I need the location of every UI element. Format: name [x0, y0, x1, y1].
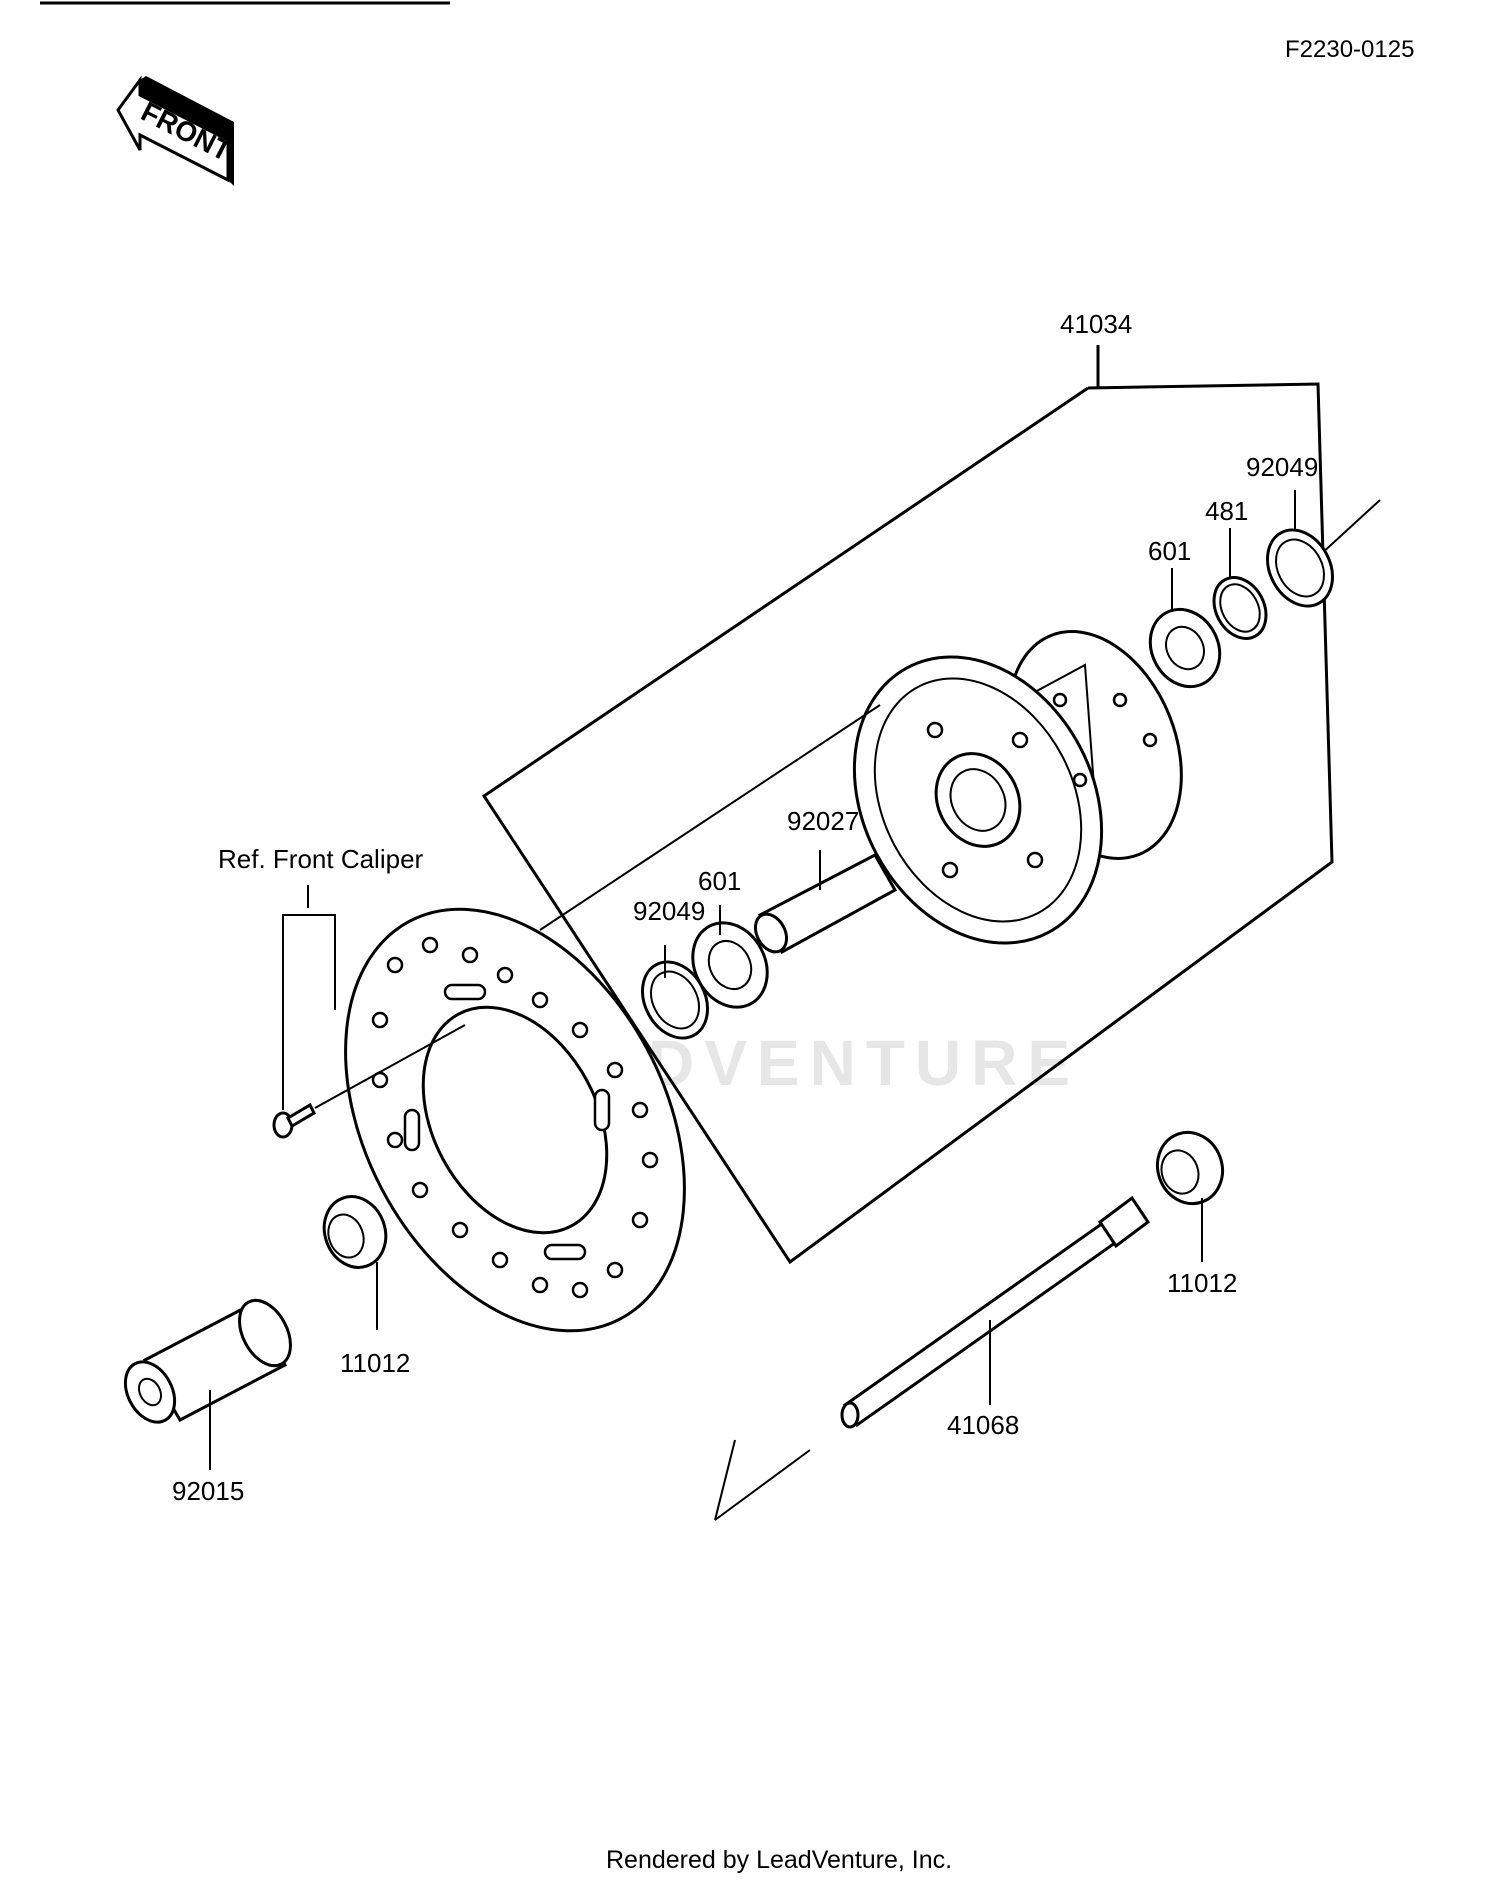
- label-92027: 92027: [787, 806, 859, 836]
- axle-nut: [123, 1298, 292, 1424]
- circlip: [1212, 576, 1268, 640]
- label-601-left: 601: [698, 866, 741, 896]
- footer-credit: Rendered by LeadVenture, Inc.: [606, 1846, 952, 1874]
- collar-left: [322, 1195, 388, 1269]
- label-11012-left: 11012: [340, 1348, 410, 1378]
- reference-note: Ref. Front Caliper: [218, 844, 424, 874]
- bearing-right: [1148, 607, 1222, 689]
- seal-right: [1266, 528, 1334, 608]
- hub-body: [852, 630, 1183, 945]
- label-601-right: 601: [1148, 536, 1191, 566]
- label-92015: 92015: [172, 1476, 244, 1506]
- label-481: 481: [1205, 496, 1248, 526]
- label-92049-left: 92049: [633, 896, 705, 926]
- diagram-code: F2230-0125: [1285, 36, 1414, 63]
- label-41034: 41034: [1060, 309, 1132, 339]
- brake-disc: [344, 907, 686, 1333]
- front-arrow-icon: FRONT: [116, 75, 236, 186]
- spacer: [753, 853, 898, 955]
- caliper-bolt: [272, 1102, 316, 1139]
- label-92049-right: 92049: [1246, 452, 1318, 482]
- label-41068: 41068: [947, 1410, 1019, 1440]
- seal-left: [641, 960, 709, 1040]
- axle: [840, 1195, 1151, 1429]
- collar-right: [1156, 1130, 1224, 1206]
- hub-assembly-bracket: [481, 382, 1334, 1265]
- label-11012-right: 11012: [1167, 1268, 1237, 1298]
